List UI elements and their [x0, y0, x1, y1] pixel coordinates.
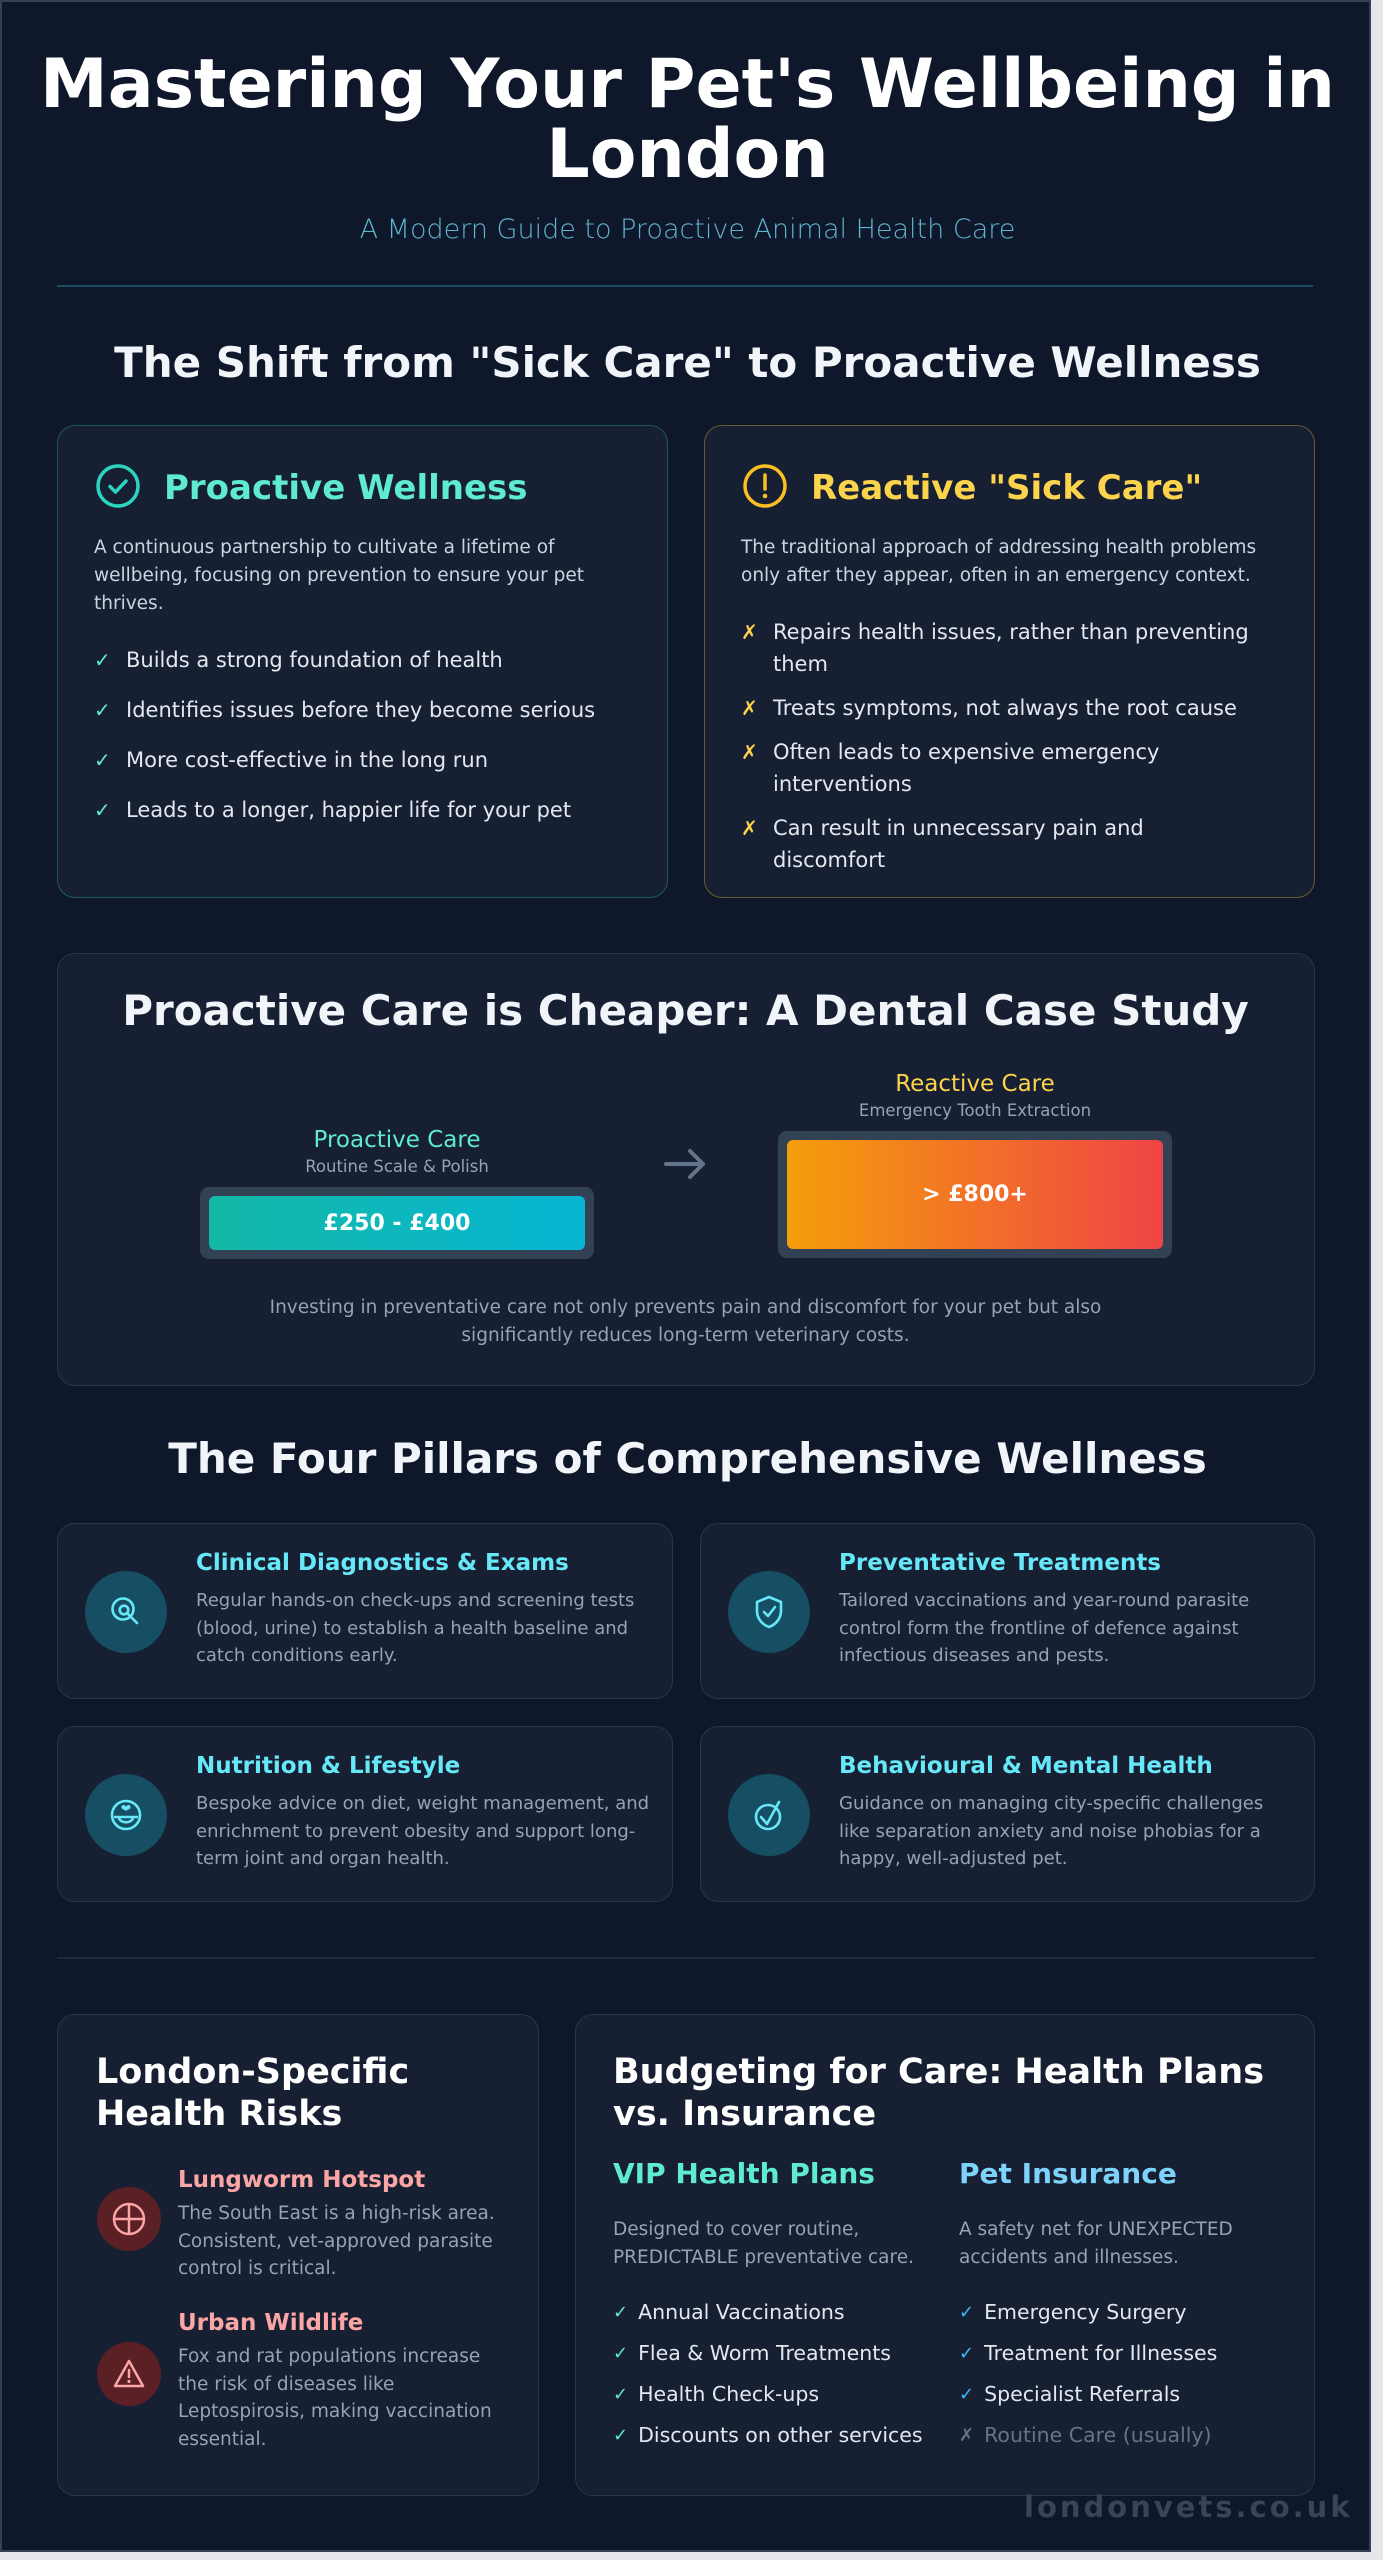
cross-icon: ✗ — [741, 740, 758, 764]
list-item: ✗Treats symptoms, not always the root ca… — [741, 692, 1261, 724]
reactive-cost-bar-frame: > £800+ — [778, 1131, 1172, 1258]
proactive-description: A continuous partnership to cultivate a … — [94, 537, 585, 614]
proactive-wellness-card: Proactive Wellness A continuous partners… — [57, 425, 668, 898]
check-icon: ✓ — [959, 2384, 975, 2405]
food-bowl-heart-icon — [85, 1774, 167, 1856]
check-icon: ✓ — [94, 748, 111, 772]
check-icon: ✓ — [613, 2425, 629, 2446]
shift-heading: The Shift from "Sick Care" to Proactive … — [114, 338, 1261, 387]
insurance-list: ✓Emergency Surgery ✓Treatment for Illnes… — [959, 2299, 1289, 2449]
vip-plans-description: Designed to cover routine, PREDICTABLE p… — [613, 2219, 914, 2268]
pillar-card-diagnostics: Clinical Diagnostics & Exams Regular han… — [57, 1523, 673, 1699]
check-icon: ✓ — [94, 798, 111, 822]
proactive-title: Proactive Wellness — [164, 468, 528, 508]
list-item: ✗Repairs health issues, rather than prev… — [741, 616, 1261, 680]
risks-heading: London-Specific Health Risks — [96, 2052, 410, 2134]
reactive-cost-sub: Emergency Tooth Extraction — [858, 1101, 1092, 1120]
list-item: ✓Emergency Surgery — [959, 2300, 1187, 2324]
check-circle-icon — [94, 462, 142, 514]
risk-text: Fox and rat populations increase the ris… — [178, 2346, 492, 2450]
list-item: ✓Leads to a longer, happier life for you… — [94, 794, 634, 826]
pillar-card-preventative: Preventative Treatments Tailored vaccina… — [700, 1523, 1315, 1699]
pillar-text: Regular hands-on check-ups and screening… — [196, 1590, 635, 1666]
list-item: ✓More cost-effective in the long run — [94, 744, 634, 776]
check-icon: ✓ — [94, 698, 111, 722]
case-study-note: Investing in preventative care not only … — [269, 1297, 1102, 1346]
pet-insurance-column: Pet Insurance A safety net for UNEXPECTE… — [959, 2157, 1289, 2463]
magnifier-icon — [85, 1571, 167, 1653]
pillars-heading: The Four Pillars of Comprehensive Wellne… — [168, 1434, 1207, 1483]
list-item: ✗Can result in unnecessary pain and disc… — [741, 812, 1261, 876]
header-divider — [57, 285, 1313, 287]
alert-circle-icon — [741, 462, 789, 514]
list-item: ✗Often leads to expensive emergency inte… — [741, 736, 1261, 800]
cross-icon: ✗ — [741, 696, 758, 720]
cross-icon: ✗ — [741, 816, 758, 840]
list-item: ✓Flea & Worm Treatments — [613, 2341, 891, 2365]
reactive-title: Reactive "Sick Care" — [811, 468, 1203, 508]
reactive-drawbacks-list: ✗Repairs health issues, rather than prev… — [741, 616, 1261, 888]
insurance-title: Pet Insurance — [959, 2157, 1177, 2190]
budgeting-card: Budgeting for Care: Health Plans vs. Ins… — [575, 2014, 1315, 2496]
check-icon: ✓ — [94, 648, 111, 672]
title-line-1: Mastering Your Pet's Wellbeing in — [40, 45, 1335, 124]
list-item: ✓Annual Vaccinations — [613, 2300, 845, 2324]
reactive-cost-bar: > £800+ — [787, 1140, 1163, 1249]
pillar-title: Clinical Diagnostics & Exams — [196, 1550, 569, 1576]
risk-text: The South East is a high-risk area. Cons… — [178, 2203, 495, 2279]
pillar-text: Tailored vaccinations and year-round par… — [839, 1590, 1250, 1666]
check-icon: ✓ — [613, 2384, 629, 2405]
vip-plans-title: VIP Health Plans — [613, 2157, 875, 2190]
pillar-card-behavioural: Behavioural & Mental Health Guidance on … — [700, 1726, 1315, 1902]
page-subtitle: A Modern Guide to Proactive Animal Healt… — [359, 214, 1016, 245]
cross-icon: ✗ — [959, 2425, 975, 2446]
case-study-heading: Proactive Care is Cheaper: A Dental Case… — [122, 986, 1249, 1035]
budget-heading: Budgeting for Care: Health Plans vs. Ins… — [613, 2052, 1265, 2134]
dental-case-study-card: Proactive Care is Cheaper: A Dental Case… — [57, 953, 1315, 1386]
pillar-title: Preventative Treatments — [839, 1550, 1161, 1576]
pillar-title: Behavioural & Mental Health — [839, 1753, 1213, 1779]
check-icon: ✓ — [613, 2343, 629, 2364]
proactive-cost-label: Proactive Care — [313, 1127, 481, 1153]
proactive-cost-sub: Routine Scale & Polish — [305, 1157, 489, 1176]
london-risks-card: London-Specific Health Risks Lungworm Ho… — [57, 2014, 539, 2496]
pillar-text: Bespoke advice on diet, weight managemen… — [196, 1793, 650, 1869]
list-item: ✓Discounts on other services — [613, 2423, 923, 2447]
reactive-cost-block: Reactive Care Emergency Tooth Extraction… — [778, 1071, 1172, 1258]
risk-title: Lungworm Hotspot — [178, 2167, 426, 2193]
vip-plans-list: ✓Annual Vaccinations ✓Flea & Worm Treatm… — [613, 2299, 943, 2449]
vip-health-plans-column: VIP Health Plans Designed to cover routi… — [613, 2157, 943, 2463]
list-item: ✓Health Check-ups — [613, 2382, 820, 2406]
site-watermark: londonvets.co.uk — [1024, 2490, 1353, 2524]
list-item: ✓Identifies issues before they become se… — [94, 694, 634, 726]
warning-triangle-icon — [97, 2342, 161, 2406]
mind-check-icon — [728, 1774, 810, 1856]
reactive-description: The traditional approach of addressing h… — [741, 537, 1257, 586]
section-divider — [57, 1957, 1315, 1959]
check-icon: ✓ — [959, 2343, 975, 2364]
list-item: ✓Builds a strong foundation of health — [94, 644, 634, 676]
proactive-benefits-list: ✓Builds a strong foundation of health ✓I… — [94, 644, 634, 844]
list-item: ✓Treatment for Illnesses — [959, 2341, 1218, 2365]
page-title: Mastering Your Pet's Wellbeing in London — [2, 50, 1373, 190]
risk-title: Urban Wildlife — [178, 2310, 364, 2336]
pillar-text: Guidance on managing city-specific chall… — [839, 1793, 1264, 1869]
insurance-description: A safety net for UNEXPECTED accidents an… — [959, 2219, 1233, 2268]
proactive-cost-block: Proactive Care Routine Scale & Polish £2… — [200, 1127, 594, 1259]
title-line-2: London — [546, 115, 829, 194]
crosshair-icon — [97, 2187, 161, 2251]
list-item: ✗Routine Care (usually) — [959, 2423, 1212, 2447]
pillar-card-nutrition: Nutrition & Lifestyle Bespoke advice on … — [57, 1726, 673, 1902]
proactive-cost-bar-frame: £250 - £400 — [200, 1187, 594, 1259]
check-icon: ✓ — [959, 2302, 975, 2323]
check-icon: ✓ — [613, 2302, 629, 2323]
arrow-right-icon — [663, 1144, 713, 1184]
pillar-title: Nutrition & Lifestyle — [196, 1753, 461, 1779]
reactive-sick-care-card: Reactive "Sick Care" The traditional app… — [704, 425, 1315, 898]
proactive-cost-bar: £250 - £400 — [209, 1196, 585, 1250]
list-item: ✓Specialist Referrals — [959, 2382, 1181, 2406]
reactive-cost-label: Reactive Care — [895, 1071, 1055, 1097]
cross-icon: ✗ — [741, 620, 758, 644]
shield-check-icon — [728, 1571, 810, 1653]
